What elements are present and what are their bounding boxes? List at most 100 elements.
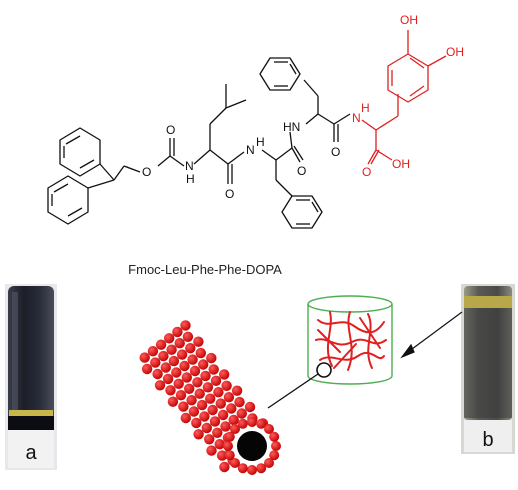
fiber-sphere <box>150 357 161 368</box>
atom-o-carbonyl-2: O <box>225 187 234 201</box>
atom-o-carbonyl-3: O <box>297 164 306 178</box>
fiber-sphere <box>236 408 247 419</box>
fiber-sphere <box>182 331 194 342</box>
fiber-sphere <box>219 461 230 473</box>
fiber-sphere <box>216 450 228 461</box>
fiber-sphere <box>206 352 217 364</box>
atom-labels: O O N H O N H O HN O <box>142 120 340 201</box>
dopa-labels: N H O OH OH OH <box>352 13 464 179</box>
fiber-sphere <box>164 333 175 344</box>
atom-oh-catechol-2: OH <box>446 45 464 59</box>
fiber-sphere <box>179 360 190 372</box>
amphiphile-tail <box>265 451 270 454</box>
fiber-sphere <box>181 372 192 383</box>
end-sphere <box>269 450 280 461</box>
atom-n-phe1: N <box>246 143 255 157</box>
fiber-core <box>237 431 267 461</box>
fiber-sphere <box>180 412 191 424</box>
fiber-sphere <box>199 411 210 422</box>
amphiphile-tail <box>238 456 242 460</box>
fiber-sphere <box>180 320 191 331</box>
end-sphere <box>269 431 280 442</box>
fiber-sphere <box>223 392 235 403</box>
fiber-sphere <box>196 399 208 411</box>
end-sphere <box>224 450 235 461</box>
fiber-sphere <box>155 339 167 350</box>
amphiphile-tail <box>262 432 266 436</box>
fiber-sphere <box>172 326 183 338</box>
atom-o-ester: O <box>142 165 151 179</box>
fiber-sphere <box>154 380 166 391</box>
fiber-sphere <box>200 370 211 382</box>
atom-hn-phe2: HN <box>283 120 300 134</box>
atom-oh-acid: OH <box>392 157 410 171</box>
fiber-sphere <box>184 383 195 394</box>
fiber-sphere <box>175 390 187 401</box>
fiber-sphere <box>214 439 225 450</box>
gel-cylinder <box>307 295 393 385</box>
end-sphere <box>271 441 281 451</box>
fiber-sphere <box>171 367 182 378</box>
amphiphile-tail <box>234 451 239 454</box>
atom-n-dopa: N <box>352 111 361 125</box>
end-sphere <box>230 458 240 468</box>
arrow-to-gel <box>400 311 463 359</box>
fiber-sphere <box>213 387 224 398</box>
end-sphere <box>247 417 257 427</box>
amphiphile-tail <box>234 438 239 441</box>
fiber-sphere <box>186 395 197 406</box>
fiber-sphere <box>221 380 232 391</box>
fiber-sphere <box>168 355 180 367</box>
atom-o-carbonyl-4: O <box>331 145 340 159</box>
atom-oh-catechol-1: OH <box>400 13 418 27</box>
fiber-sphere <box>228 414 239 426</box>
end-sphere <box>264 424 274 434</box>
vial-a-label: a <box>25 442 37 464</box>
fiber-sphere <box>187 354 198 365</box>
dopa-group <box>361 30 447 165</box>
amphiphile-tail <box>257 428 260 433</box>
amphiphile-tail <box>244 459 247 464</box>
nanofiber <box>139 320 281 475</box>
fiber-sphere <box>189 365 201 377</box>
fiber-sphere <box>178 401 189 412</box>
fiber-sphere <box>158 350 169 362</box>
fiber-sphere <box>201 422 212 434</box>
fiber-sphere <box>208 364 219 375</box>
fiber-sphere <box>162 373 174 385</box>
vial-b-label: b <box>482 429 493 451</box>
fiber-sphere <box>195 347 206 359</box>
fiber-sphere <box>139 352 150 363</box>
fiber-sphere <box>185 343 196 354</box>
fiber-sphere <box>204 434 215 445</box>
fiber-sphere <box>141 363 153 375</box>
fiber-sphere <box>215 398 226 409</box>
vial-photo-b: b <box>461 284 515 454</box>
fiber-sphere <box>191 417 202 429</box>
end-sphere <box>264 458 274 468</box>
fiber-sphere <box>205 393 216 404</box>
amphiphile-tail <box>244 428 247 433</box>
fluorene-group <box>47 127 125 225</box>
fiber-sphere <box>192 377 203 388</box>
fiber-sphere <box>226 403 237 414</box>
fiber-sphere <box>193 336 204 347</box>
vial-photo-a: a <box>5 284 57 470</box>
fiber-sphere <box>160 362 171 373</box>
fiber-sphere <box>244 401 256 413</box>
atom-o-acid: O <box>362 165 371 179</box>
fiber-sphere <box>176 349 188 360</box>
amphiphile-tail <box>262 456 266 460</box>
fiber-sphere <box>147 346 159 357</box>
fiber-sphere <box>202 382 214 393</box>
zoom-connector <box>267 362 332 409</box>
fiber-sphere <box>166 344 177 355</box>
end-sphere <box>256 418 267 429</box>
fiber-sphere <box>210 375 222 386</box>
fiber-sphere <box>212 427 223 438</box>
amphiphile-tail <box>265 438 270 441</box>
fiber-sphere <box>207 404 218 416</box>
end-sphere <box>256 463 267 474</box>
atom-h-dopa: H <box>361 101 370 115</box>
